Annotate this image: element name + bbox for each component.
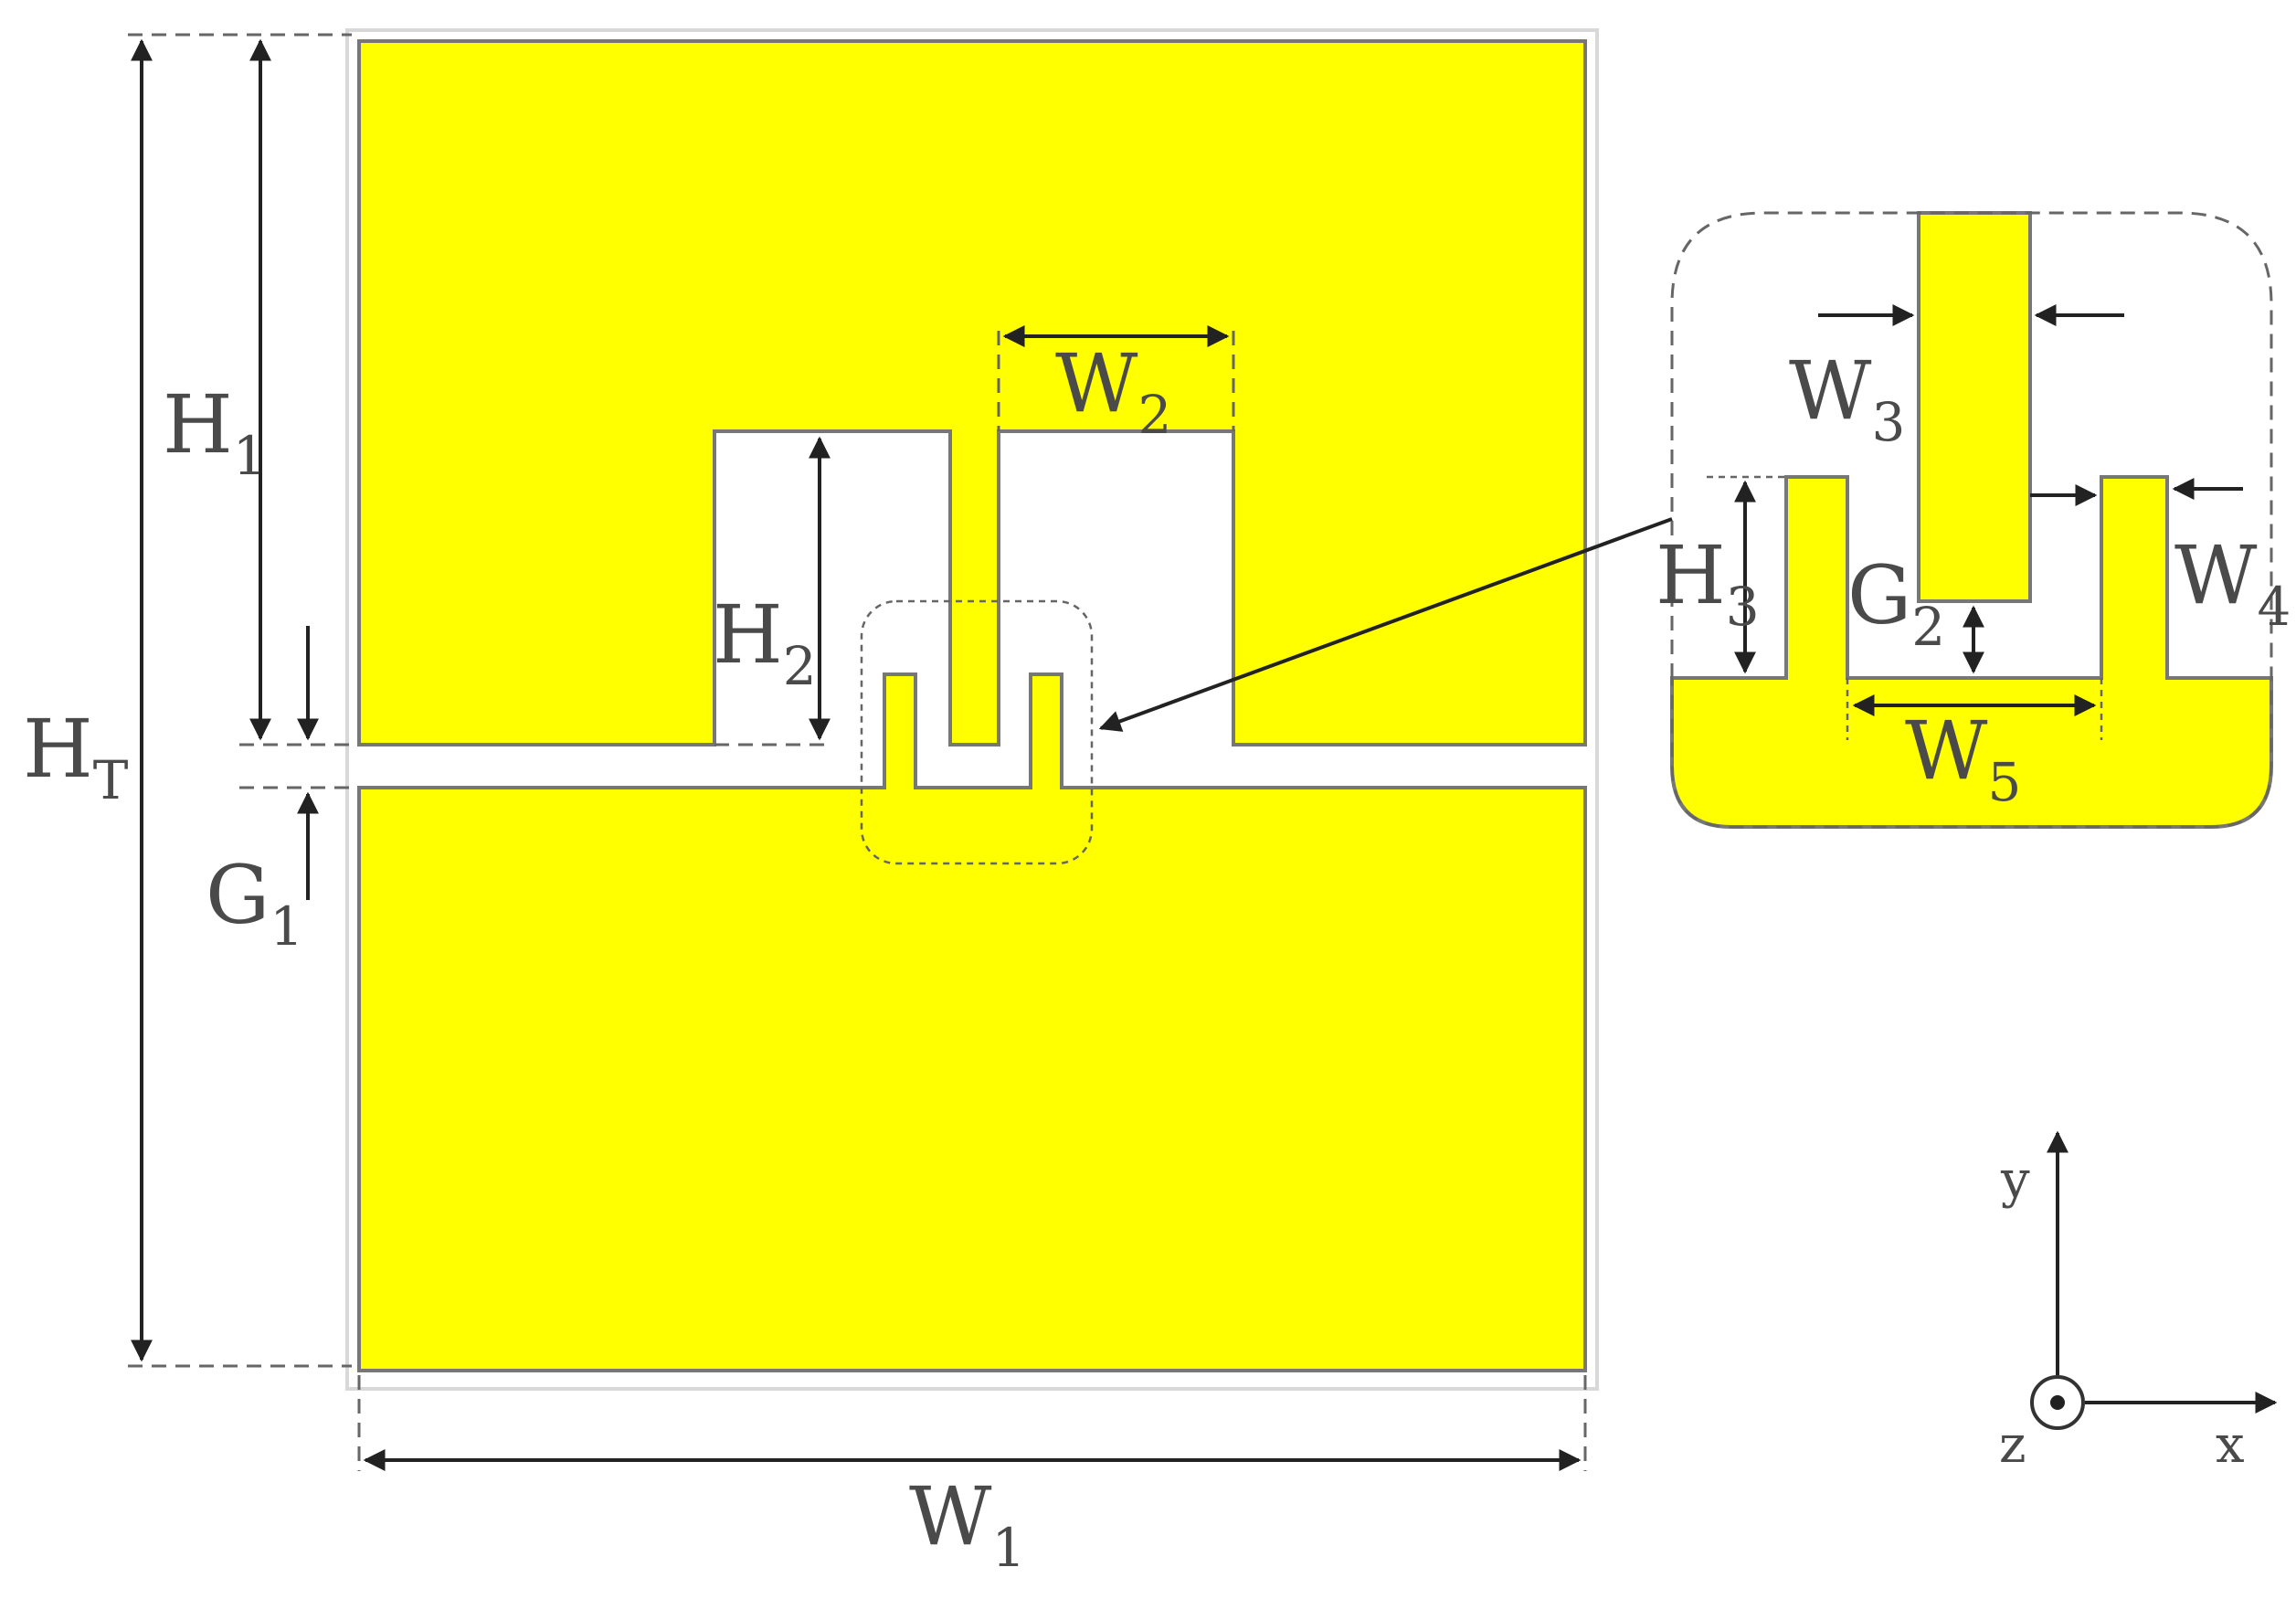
z-axis-label: z bbox=[1999, 1415, 2026, 1475]
label-g1: G1 bbox=[206, 848, 303, 958]
label-w2: W2 bbox=[1055, 336, 1171, 446]
x-axis-label: x bbox=[2216, 1415, 2245, 1475]
label-h3: H3 bbox=[1656, 528, 1760, 638]
label-w4: W4 bbox=[2174, 528, 2291, 638]
label-w5: W5 bbox=[1905, 704, 2021, 813]
label-ht: HT bbox=[23, 702, 129, 811]
label-h1: H1 bbox=[163, 377, 267, 487]
label-h2: H2 bbox=[713, 588, 817, 697]
z-axis-dot bbox=[2050, 1395, 2065, 1410]
bottom-patch bbox=[357, 672, 1587, 1372]
top-patch bbox=[357, 39, 1587, 747]
inset-top-finger bbox=[1917, 211, 2032, 603]
zoom-leader-line bbox=[1098, 517, 1673, 732]
zoom-region bbox=[860, 599, 1094, 865]
coordinate-axes: y x z bbox=[1999, 1130, 2278, 1475]
inset-border bbox=[1670, 211, 2273, 829]
y-axis-label: y bbox=[2000, 1150, 2030, 1210]
label-w1: W1 bbox=[909, 1469, 1025, 1579]
substrate-outline bbox=[345, 28, 1599, 1391]
label-w3: W3 bbox=[1789, 344, 1905, 453]
label-g2: G2 bbox=[1847, 548, 1945, 658]
zoom-inset bbox=[1670, 211, 2273, 829]
